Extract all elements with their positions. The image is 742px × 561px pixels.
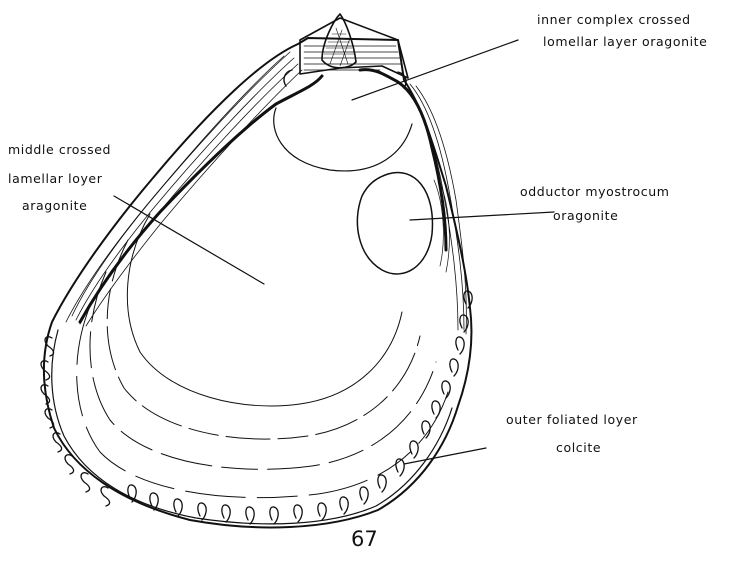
label-outer-layer-line1: outer foliated loyer xyxy=(506,414,638,427)
label-outer-layer-line2: colcite xyxy=(556,442,601,455)
label-inner-complex-line2: lomellar layer oragonite xyxy=(543,36,707,49)
label-middle-layer-line1: middle crossed xyxy=(8,144,111,157)
label-adductor-line2: oragonite xyxy=(553,210,618,223)
shell-outer-outline xyxy=(44,38,472,527)
label-adductor-line1: odductor myostrocum xyxy=(520,186,670,199)
inner-complex-region xyxy=(274,108,412,171)
inner-layer-boundary xyxy=(80,76,322,322)
growth-lines xyxy=(77,214,448,498)
right-band-lines xyxy=(404,84,466,334)
adductor-scar xyxy=(357,172,432,274)
label-middle-layer-line2: lamellar loyer xyxy=(8,173,102,186)
label-middle-layer-line3: aragonite xyxy=(22,200,87,213)
ligament-hatching xyxy=(304,46,402,70)
label-inner-complex-line1: inner complex crossed xyxy=(537,14,691,27)
page-number: 67 xyxy=(351,529,378,550)
